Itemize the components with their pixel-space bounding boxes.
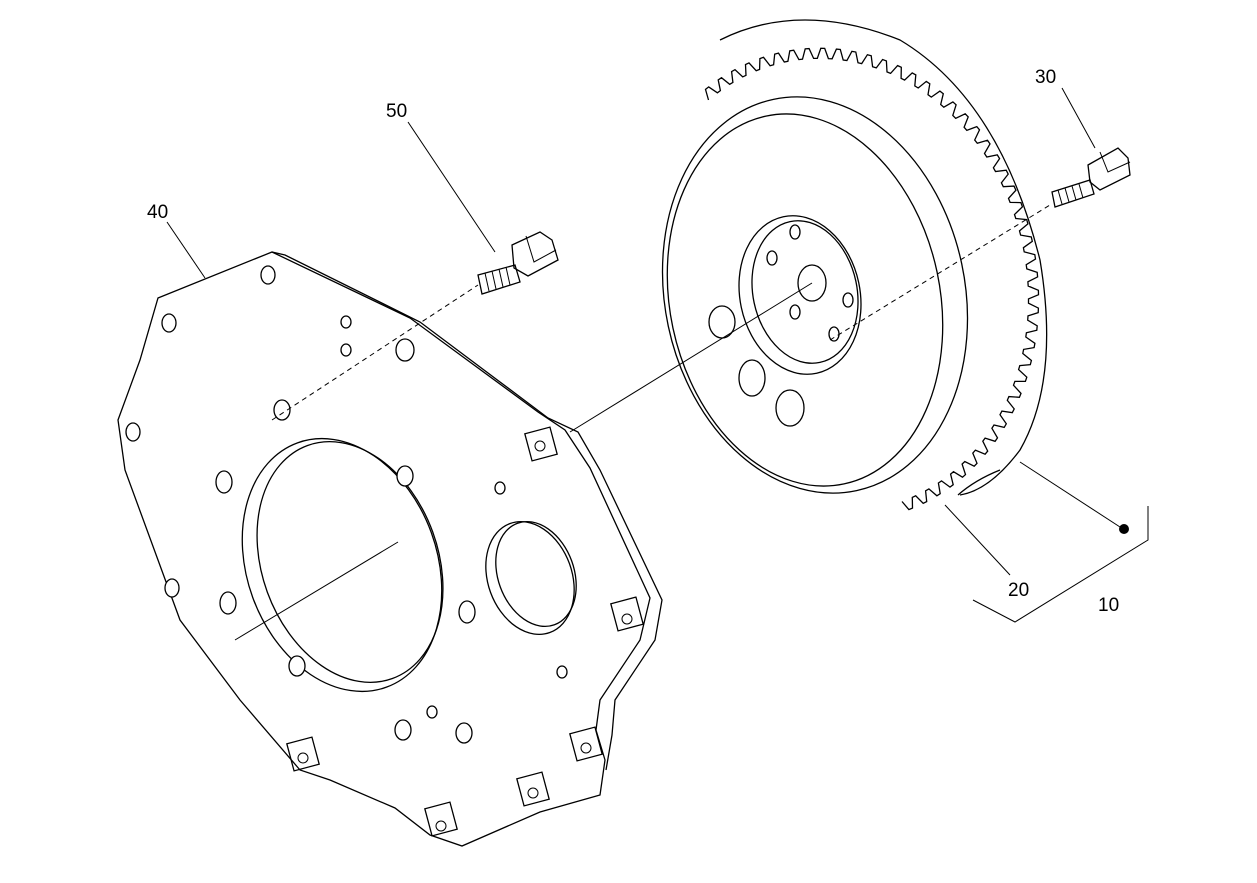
reference-dot [1119, 524, 1129, 534]
weld-nut [516, 771, 550, 807]
flywheel-bolt [1051, 147, 1131, 208]
callout-labels: 10 20 30 40 50 [147, 67, 1119, 616]
adapter-plate [117, 251, 663, 847]
weld-nut [569, 726, 603, 762]
weld-nut [610, 596, 644, 632]
callout-50: 50 [386, 101, 407, 122]
flywheel-assembly [661, 19, 1048, 511]
callout-30: 30 [1035, 67, 1056, 88]
weld-nut [424, 801, 458, 837]
plate-bolt [477, 231, 559, 295]
callout-40: 40 [147, 202, 168, 223]
weld-nut [286, 736, 320, 772]
callout-10: 10 [1098, 595, 1119, 616]
leader-lines [166, 87, 1149, 623]
callout-20: 20 [1008, 580, 1029, 601]
weld-nut [524, 426, 558, 462]
ring-gear [704, 47, 1040, 511]
assembly-axes [234, 204, 1051, 641]
